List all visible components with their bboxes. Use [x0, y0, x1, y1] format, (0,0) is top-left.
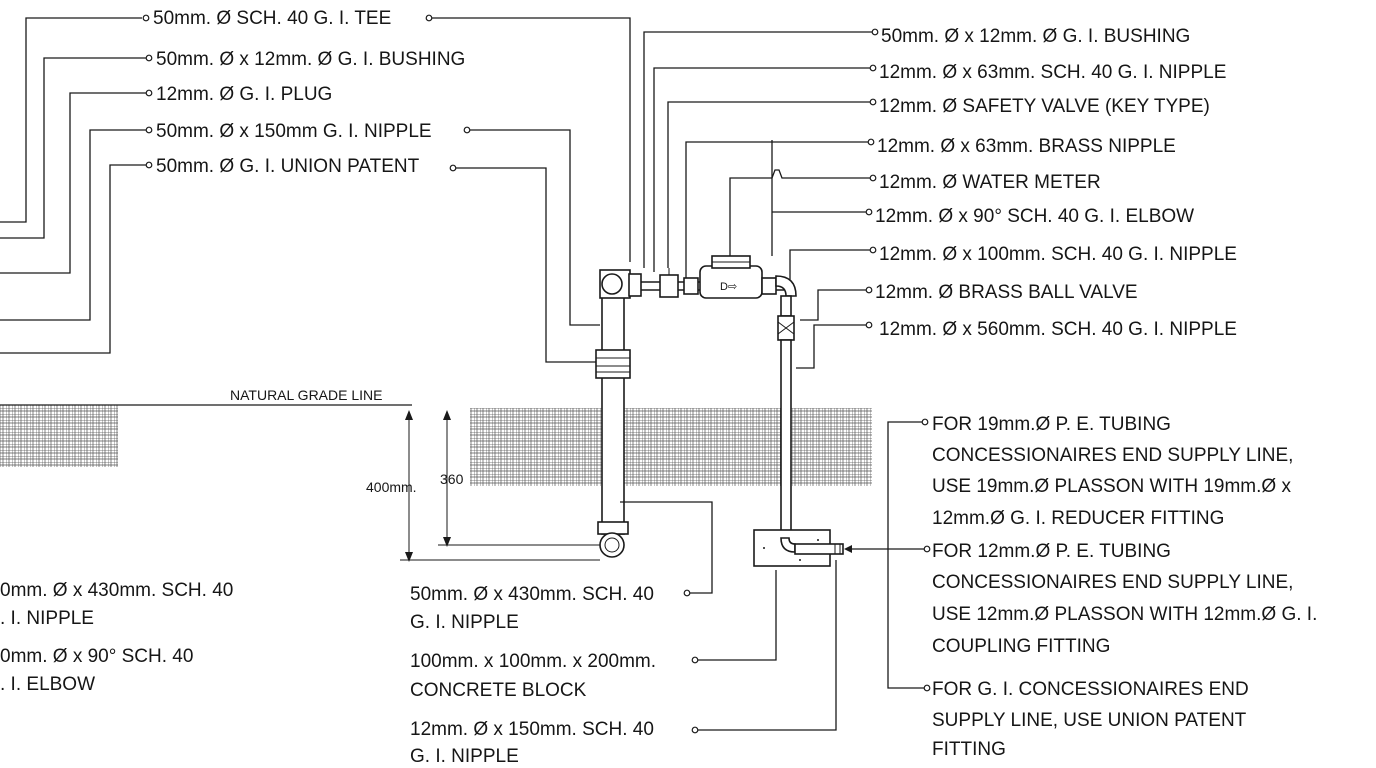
water-meter: D⇨ — [699, 255, 763, 299]
concrete-block — [753, 529, 844, 567]
left-bottom-elbow-l1: 0mm. Ø x 90° SCH. 40 — [0, 646, 193, 667]
left-callout-plug: 12mm. Ø G. I. PLUG — [156, 84, 332, 105]
riser-pipe — [601, 295, 625, 535]
outlet-nipple — [794, 543, 844, 555]
left-callout-union-patent: 50mm. Ø G. I. UNION PATENT — [156, 156, 420, 177]
note-19mm-l4: 12mm.Ø G. I. REDUCER FITTING — [932, 508, 1224, 529]
bottom-callout-nipple-430-l2: G. I. NIPPLE — [410, 612, 519, 633]
nipple-560 — [780, 339, 792, 541]
right-callout-ball-valve: 12mm. Ø BRASS BALL VALVE — [875, 282, 1138, 303]
bushing-top — [628, 273, 642, 297]
meter-run: D⇨ — [641, 255, 797, 299]
left-leader-lines — [0, 17, 631, 363]
left-bottom-nipple-l2: . I. NIPPLE — [0, 608, 94, 629]
right-callout-nipple-100: 12mm. Ø x 100mm. SCH. 40 G. I. NIPPLE — [879, 244, 1237, 265]
note-12mm-l1: FOR 12mm.Ø P. E. TUBING — [932, 541, 1171, 562]
bottom-callout-nipple-150-l2: G. I. NIPPLE — [410, 746, 519, 767]
bottom-callout-nipple-150-l1: 12mm. Ø x 150mm. SCH. 40 — [410, 719, 654, 740]
bottom-leader-dots — [683, 589, 699, 734]
right-callout-nipple-63: 12mm. Ø x 63mm. SCH. 40 G. I. NIPPLE — [879, 62, 1226, 83]
bottom-callout-block-l2: CONCRETE BLOCK — [410, 680, 587, 701]
brass-nipple-right — [761, 277, 777, 295]
left-bottom-nipple-l1: 0mm. Ø x 430mm. SCH. 40 — [0, 580, 233, 601]
union-patent — [595, 349, 631, 379]
left-callout-tee: 50mm. Ø SCH. 40 G. I. TEE — [153, 8, 391, 29]
note-gi-l3: FITTING — [932, 739, 1006, 760]
elbow-90-top — [775, 275, 797, 297]
note-19mm-l1: FOR 19mm.Ø P. E. TUBING — [932, 414, 1171, 435]
right-leader-lines — [643, 31, 872, 369]
downpipe-assembly — [777, 295, 795, 541]
dimension-400: 400mm. — [366, 410, 600, 562]
note-19mm-l2: CONCESSIONAIRES END SUPPLY LINE, — [932, 445, 1293, 466]
right-callout-water-meter: 12mm. Ø WATER METER — [879, 172, 1101, 193]
note-gi-l1: FOR G. I. CONCESSIONAIRES END — [932, 679, 1249, 700]
bottom-leader-lines — [620, 501, 837, 731]
note-12mm-l2: CONCESSIONAIRES END SUPPLY LINE, — [932, 572, 1293, 593]
right-callout-bushing: 50mm. Ø x 12mm. Ø G. I. BUSHING — [881, 26, 1190, 47]
right-callout-nipple-560: 12mm. Ø x 560mm. SCH. 40 G. I. NIPPLE — [879, 319, 1237, 340]
left-bottom-elbow-l2: . I. ELBOW — [0, 674, 95, 695]
soil-hatch — [0, 405, 872, 486]
note-12mm-l3: USE 12mm.Ø PLASSON WITH 12mm.Ø G. I. — [932, 604, 1317, 625]
dim-400-label: 400mm. — [366, 479, 417, 495]
tee-opening — [601, 273, 623, 295]
left-callout-nipple-150: 50mm. Ø x 150mm G. I. NIPPLE — [156, 121, 432, 142]
right-callout-safety-valve: 12mm. Ø SAFETY VALVE (KEY TYPE) — [879, 96, 1210, 117]
nipple-100 — [780, 295, 792, 317]
dim-360-label: 360 — [440, 471, 464, 487]
right-callout-elbow: 12mm. Ø x 90° SCH. 40 G. I. ELBOW — [875, 206, 1194, 227]
note-12mm-l4: COUPLING FITTING — [932, 636, 1110, 657]
bottom-callout-block-l1: 100mm. x 100mm. x 200mm. — [410, 651, 656, 672]
note-19mm-l3: USE 19mm.Ø PLASSON WITH 19mm.Ø x — [932, 476, 1291, 497]
dimension-360: 360 — [438, 410, 600, 547]
meter-flow-mark: D⇨ — [720, 281, 737, 293]
left-callout-bushing: 50mm. Ø x 12mm. Ø G. I. BUSHING — [156, 49, 465, 70]
left-leader-dots — [142, 14, 471, 172]
bottom-elbow-body — [597, 521, 629, 535]
bottom-elbow-opening — [599, 532, 625, 558]
riser-assembly — [595, 269, 642, 558]
right-callout-brass-nipple: 12mm. Ø x 63mm. BRASS NIPPLE — [877, 136, 1176, 157]
safety-valve — [659, 274, 679, 298]
brass-nipple — [683, 277, 699, 295]
natural-grade-label: NATURAL GRADE LINE — [230, 387, 382, 403]
right-notes-leaders — [844, 418, 931, 692]
bottom-callout-nipple-430-l1: 50mm. Ø x 430mm. SCH. 40 — [410, 584, 654, 605]
right-leader-dots — [865, 28, 879, 329]
note-gi-l2: SUPPLY LINE, USE UNION PATENT — [932, 710, 1247, 731]
